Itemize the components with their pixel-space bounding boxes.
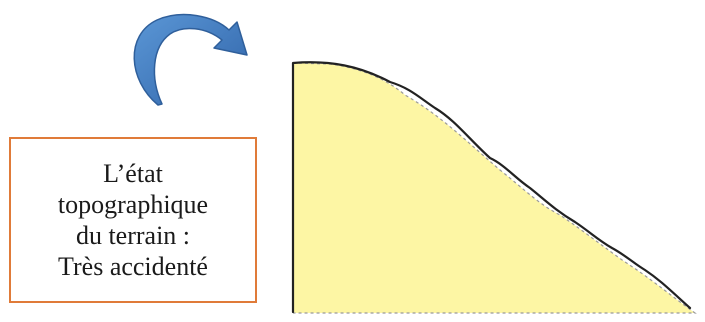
caption-line-3: du terrain : — [76, 220, 190, 251]
caption-line-2: topographique — [58, 189, 208, 220]
caption-line-1: L’état — [103, 158, 163, 189]
terrain-profile — [293, 62, 695, 313]
curved-arrow-icon — [134, 15, 247, 105]
caption-box: L’état topographique du terrain : Très a… — [9, 137, 257, 303]
caption-line-4: Très accidenté — [58, 251, 208, 282]
